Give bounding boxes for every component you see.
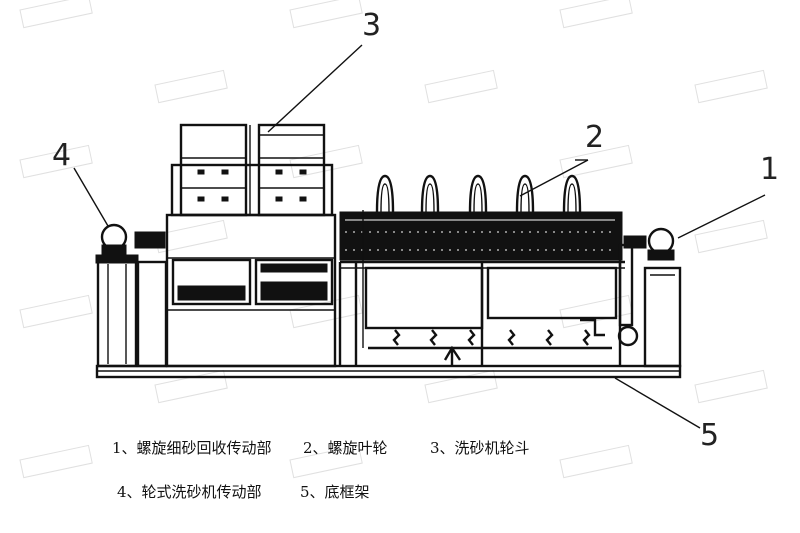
impeller-arc-inner bbox=[473, 183, 483, 213]
base-frame bbox=[95, 364, 682, 379]
watermark-logo bbox=[559, 0, 633, 29]
impeller-arc-inner bbox=[380, 183, 390, 213]
watermark-logo bbox=[694, 369, 768, 404]
spiral-impellers bbox=[375, 174, 582, 213]
lower-paddles bbox=[392, 329, 591, 346]
legend-item-5: 5、底框架 bbox=[300, 483, 370, 501]
watermark-logo bbox=[559, 144, 633, 179]
watermark-logo bbox=[154, 369, 228, 404]
legend-item-4: 4、轮式洗砂机传动部 bbox=[117, 483, 262, 501]
watermark-logo bbox=[694, 69, 768, 104]
watermark-logo bbox=[559, 444, 633, 479]
watermark-logo bbox=[19, 0, 93, 29]
callout-3: 3 bbox=[362, 8, 382, 43]
impeller-arc bbox=[375, 174, 395, 213]
spiral-trough bbox=[338, 174, 639, 366]
impeller-arc-inner bbox=[520, 183, 530, 213]
watermark-logo bbox=[289, 444, 363, 479]
watermark-logo bbox=[424, 369, 498, 404]
watermark-logo bbox=[289, 294, 363, 329]
watermark-logo bbox=[19, 144, 93, 179]
watermark-logo bbox=[424, 69, 498, 104]
right-drive-unit bbox=[623, 227, 682, 368]
paddle bbox=[545, 329, 554, 346]
paddle bbox=[507, 329, 516, 346]
callout-4: 4 bbox=[52, 138, 72, 173]
impeller-arc bbox=[515, 174, 535, 213]
impeller-arc bbox=[468, 174, 488, 213]
impeller-arc bbox=[420, 174, 440, 213]
impeller-arc-inner bbox=[567, 183, 577, 213]
bucket-wheel-housing bbox=[165, 123, 337, 368]
callout-2: 2 bbox=[585, 120, 605, 155]
watermark-logo bbox=[19, 444, 93, 479]
impeller-arc-inner bbox=[425, 183, 435, 213]
watermark-logo bbox=[154, 69, 228, 104]
legend-item-1: 1、螺旋细砂回收传动部 bbox=[112, 439, 272, 457]
leader-lines bbox=[73, 44, 766, 429]
paddle bbox=[582, 329, 591, 346]
paddle bbox=[392, 329, 401, 346]
watermark-logo bbox=[694, 219, 768, 254]
legend-item-3: 3、洗砂机轮斗 bbox=[430, 439, 530, 457]
watermark-logo bbox=[19, 294, 93, 329]
watermark-logo bbox=[289, 0, 363, 29]
callout-5: 5 bbox=[700, 418, 720, 453]
paddle bbox=[467, 329, 476, 346]
impeller-arc bbox=[562, 174, 582, 213]
paddle bbox=[429, 329, 438, 346]
legend-item-2: 2、螺旋叶轮 bbox=[303, 439, 388, 457]
left-drive-unit bbox=[95, 223, 168, 368]
callout-1: 1 bbox=[760, 152, 780, 187]
